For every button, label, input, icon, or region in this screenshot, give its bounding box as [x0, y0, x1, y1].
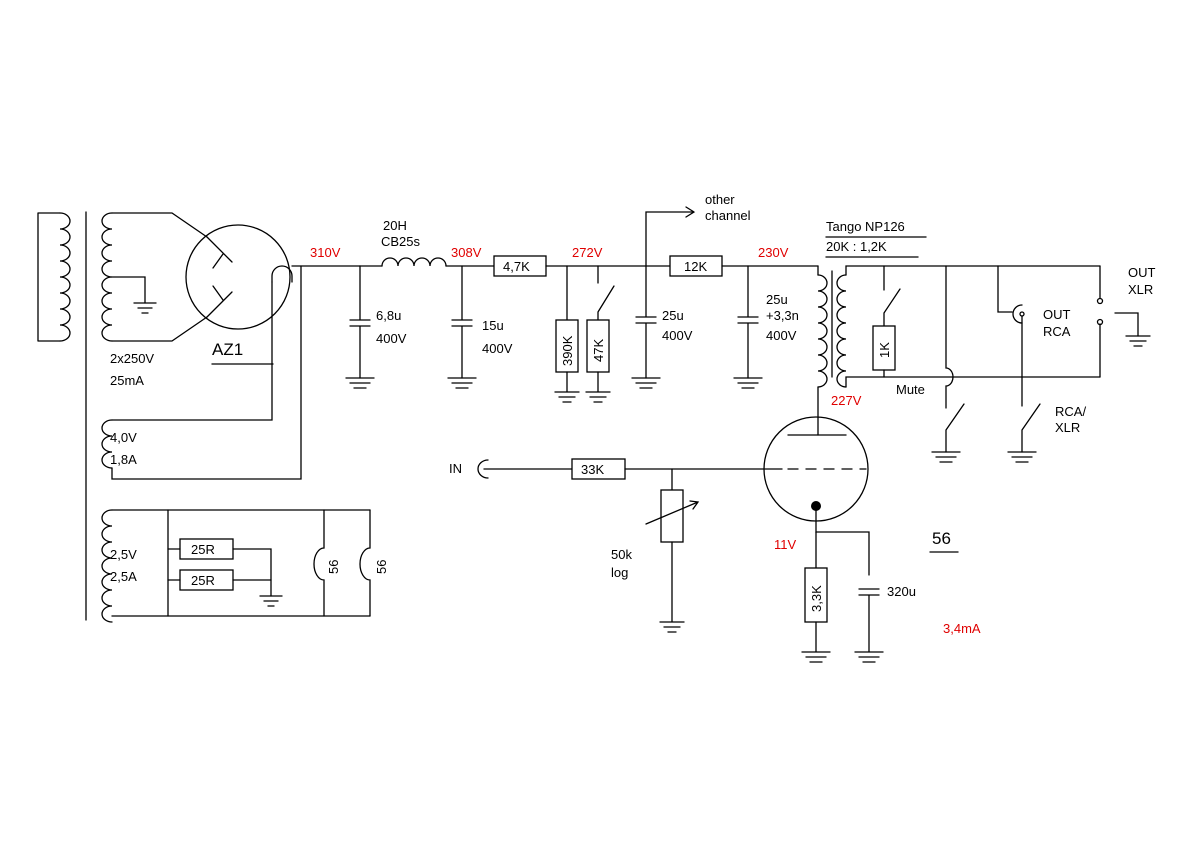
- hv-current-label: 25mA: [110, 373, 144, 388]
- hv-rating-label: 2x250V: [110, 351, 154, 366]
- c4-voltage: 400V: [766, 328, 797, 343]
- r-series2-label: 12K: [684, 259, 707, 274]
- c4-value: 25u: [766, 292, 788, 307]
- c1-voltage: 400V: [376, 331, 407, 346]
- filament-b-current-label: 2,5A: [110, 569, 137, 584]
- heater-network: 25R 25R 56 56: [111, 509, 389, 617]
- mute-resistor-label: 1K: [877, 342, 892, 358]
- output-transformer: Tango NP126 20K : 1,2K: [817, 219, 1101, 436]
- output-section: 1K Mute OUT RCA RCA/ XLR OUT XLR: [872, 265, 1156, 463]
- stage-tube-label: 56: [932, 529, 951, 548]
- out-xlr-line2: XLR: [1128, 282, 1153, 297]
- power-transformer: 2x250V 25mA 4,0V 1,8A 2,5V 2,5A: [37, 211, 302, 623]
- current-label: 3,4mA: [943, 621, 981, 636]
- heater-r2-label: 25R: [191, 573, 215, 588]
- r-bleed1-label: 390K: [560, 335, 575, 366]
- v2-label: 308V: [451, 245, 482, 260]
- amplifier-stage: 227V IN 33K 50k log 11V 3,3K 320u 3,4mA …: [449, 393, 981, 663]
- v4-label: 230V: [758, 245, 789, 260]
- out-xlr-line1: OUT: [1128, 265, 1156, 280]
- choke-value: 20H: [383, 218, 407, 233]
- cathode-voltage-label: 11V: [774, 537, 796, 552]
- rca-xlr-line1: RCA/: [1055, 404, 1086, 419]
- grid-resistor-label: 33K: [581, 462, 604, 477]
- r-bleed2-label: 47K: [591, 339, 606, 362]
- mute-label: Mute: [896, 382, 925, 397]
- c3-value: 25u: [662, 308, 684, 323]
- pot-value: 50k: [611, 547, 632, 562]
- out-rca-line1: OUT: [1043, 307, 1071, 322]
- filament-a-current-label: 1,8A: [110, 452, 137, 467]
- ot-ratio: 20K : 1,2K: [826, 239, 887, 254]
- v1-label: 310V: [310, 245, 341, 260]
- c4-extra: +3,3n: [766, 308, 799, 323]
- plate-voltage-label: 227V: [831, 393, 862, 408]
- rectifier-tube-az1: AZ1: [185, 224, 361, 365]
- heater-tube2-label: 56: [374, 560, 389, 574]
- c2-voltage: 400V: [482, 341, 513, 356]
- supply-filter: 310V 6,8u 400V 20H CB25s 308V 15u 400V 4…: [310, 192, 819, 403]
- rectifier-label: AZ1: [212, 340, 243, 359]
- c2-value: 15u: [482, 318, 504, 333]
- ot-name: Tango NP126: [826, 219, 905, 234]
- cathode-resistor-label: 3,3K: [809, 585, 824, 612]
- filament-b-voltage-label: 2,5V: [110, 547, 137, 562]
- pot-taper: log: [611, 565, 628, 580]
- other-channel-line2: channel: [705, 208, 751, 223]
- input-label: IN: [449, 461, 462, 476]
- other-channel-line1: other: [705, 192, 735, 207]
- choke-type: CB25s: [381, 234, 421, 249]
- filament-a-voltage-label: 4,0V: [110, 430, 137, 445]
- heater-r1-label: 25R: [191, 542, 215, 557]
- v3-label: 272V: [572, 245, 603, 260]
- c1-value: 6,8u: [376, 308, 401, 323]
- cathode-cap-label: 320u: [887, 584, 916, 599]
- heater-tube1-label: 56: [326, 560, 341, 574]
- rca-xlr-line2: XLR: [1055, 420, 1080, 435]
- c3-voltage: 400V: [662, 328, 693, 343]
- out-rca-line2: RCA: [1043, 324, 1071, 339]
- r-series1-label: 4,7K: [503, 259, 530, 274]
